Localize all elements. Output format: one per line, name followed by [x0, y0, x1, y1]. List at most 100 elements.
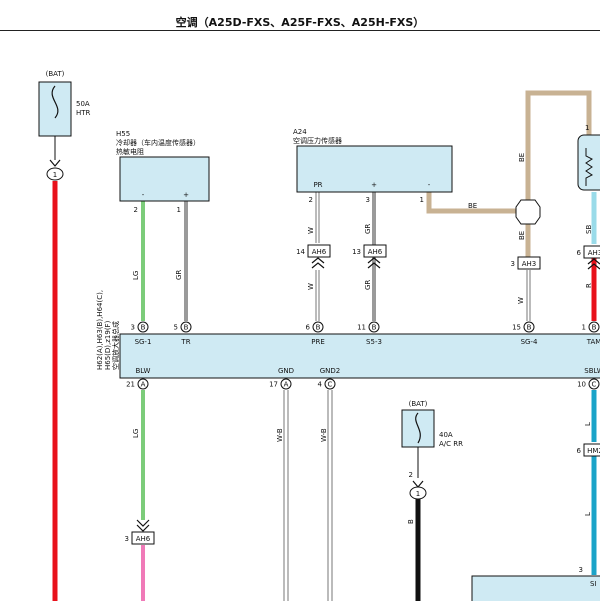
ecu-pin-number: 5 [174, 324, 178, 332]
ecu-pin-number: 6 [306, 324, 311, 332]
right-sensor-pin: 1 [585, 124, 589, 132]
ecu-pin-marker [280, 378, 292, 390]
ecu-pin-name: S5-3 [366, 338, 382, 346]
connector-ah3-6-pin: 6 [577, 249, 582, 257]
fuse2-wire-color: B [407, 519, 415, 524]
h55-wire1-pin: 2 [134, 206, 138, 214]
be-loop-label-1: BE [518, 153, 526, 162]
ecu-pin-connector: B [527, 324, 532, 332]
fuse1-supply: (BAT) [46, 70, 65, 78]
fuse1-pin: 1 [53, 171, 57, 179]
h55-code: H55 [116, 130, 130, 138]
si-box-pin: 3 [579, 566, 583, 574]
ecu-pin-name: GND [278, 367, 294, 375]
connector-ah6-13: 13 AH6 [352, 244, 387, 269]
bottom-right-component [471, 575, 600, 601]
gnd2-wire-color: W-B [320, 428, 328, 442]
ecu-pin-name: TAM [586, 338, 600, 346]
fuse1-chevron-icon [49, 159, 61, 167]
fuse1-pin-marker [46, 167, 64, 181]
wire-be-loop [525, 90, 592, 200]
ecu-pin-name: SBLW [584, 367, 600, 375]
connector-ah6-14-name: AH6 [312, 248, 327, 256]
h55-sensor-box [119, 156, 210, 202]
fuse2-pin-bottom: 1 [416, 490, 420, 498]
ecu-label-codes: H62(A),H63(B),H64(C), [96, 290, 104, 370]
ecu-pin-marker [137, 321, 149, 333]
connector-hm2-6: 6 HM2 [577, 443, 600, 457]
a24-code: A24 [293, 128, 307, 136]
splice-junction [515, 199, 541, 225]
ecu-pin-number: 11 [357, 324, 366, 332]
a24-wire-pr-color: W [307, 227, 315, 234]
ecu-pin-name: GND2 [320, 367, 341, 375]
h55-wire1-color: LG [132, 271, 140, 280]
gnd-wire-color: W-B [276, 428, 284, 442]
connector-hm2-6-name: HM2 [587, 447, 600, 455]
connector-ah6-3-pin: 3 [125, 535, 129, 543]
ecu-label-codes2: H65(D),z19(F) [104, 320, 112, 370]
ecu-bottom-pins: 21ABLW17AGND4CGND210CSBLW [126, 367, 600, 390]
a24-wire-minus-color: BE [468, 202, 477, 210]
h55-wire2-pin: 1 [177, 206, 181, 214]
connector-ah6-13-pin: 13 [352, 248, 361, 256]
a24-name: 空调压力传感器 [293, 136, 342, 145]
h55-pin-neg: - [142, 191, 145, 199]
ecu-pin-number: 4 [318, 381, 323, 389]
ecu-pin-marker [588, 321, 600, 333]
ecu-pin-marker [180, 321, 192, 333]
fuse1-name: HTR [76, 109, 91, 117]
h55-pin-pos: + [183, 191, 189, 199]
a24-wire-plus-pin: 3 [366, 196, 370, 204]
ecu-pin-connector: B [184, 324, 189, 332]
ecu-pin-connector: B [592, 324, 597, 332]
ecu-bottom-pin-3: 10 C SBLW [577, 367, 600, 390]
fuse2-chevron-icon [412, 480, 424, 488]
a24-wire-plus-color: GR [364, 224, 372, 234]
wire-a24-be [426, 192, 516, 214]
ecu-pin-marker [368, 321, 380, 333]
connector-ah3-6-name: AH3 [588, 249, 600, 257]
ecu-pin-marker [523, 321, 535, 333]
ecu-pin-connector: B [141, 324, 146, 332]
sblw-wire-color-2: L [584, 512, 592, 516]
h55-sub: 热敏电阻 [116, 147, 144, 156]
ecu-pin-name: SG-1 [135, 338, 152, 346]
a24-pin-plus: + [371, 181, 377, 189]
a24-wire-minus-pin: 1 [420, 196, 424, 204]
h55-wire2-color: GR [175, 270, 183, 280]
ecu-pin-number: 17 [269, 381, 278, 389]
sg4-wire-color: W [517, 297, 525, 304]
ecu-pin-connector: C [328, 381, 333, 389]
fuse2-box [401, 409, 435, 448]
connector-ah6-3: 3 AH6 [125, 519, 155, 545]
connector-ah6-13-name: AH6 [368, 248, 383, 256]
fuse2-pin-marker [409, 486, 427, 500]
ecu-pin-number: 10 [577, 381, 586, 389]
ecu-pin-marker [588, 378, 600, 390]
ecu-pin-marker [324, 378, 336, 390]
ecu-pin-connector: A [284, 381, 289, 389]
ecu-pin-connector: B [316, 324, 321, 332]
sb-wire-color: SB [585, 225, 593, 234]
ecu-pin-marker [312, 321, 324, 333]
thermistor-icon [585, 148, 593, 186]
title-rule [0, 30, 600, 31]
fuse2-name: A/C RR [439, 440, 463, 448]
ecu-pin-name: SG-4 [521, 338, 538, 346]
connector-ah3-3-name: AH3 [522, 260, 537, 268]
be-loop-label-2: BE [518, 231, 526, 240]
ecu-label-name: 空调放大器总成 [111, 321, 120, 370]
a24-pin-minus: - [428, 181, 431, 189]
connector-ah6-14-pin: 14 [296, 248, 305, 256]
ecu-pin-connector: C [592, 381, 597, 389]
diagram-title: 空调（A25D-FXS、A25F-FXS、A25H-FXS） [175, 16, 425, 29]
